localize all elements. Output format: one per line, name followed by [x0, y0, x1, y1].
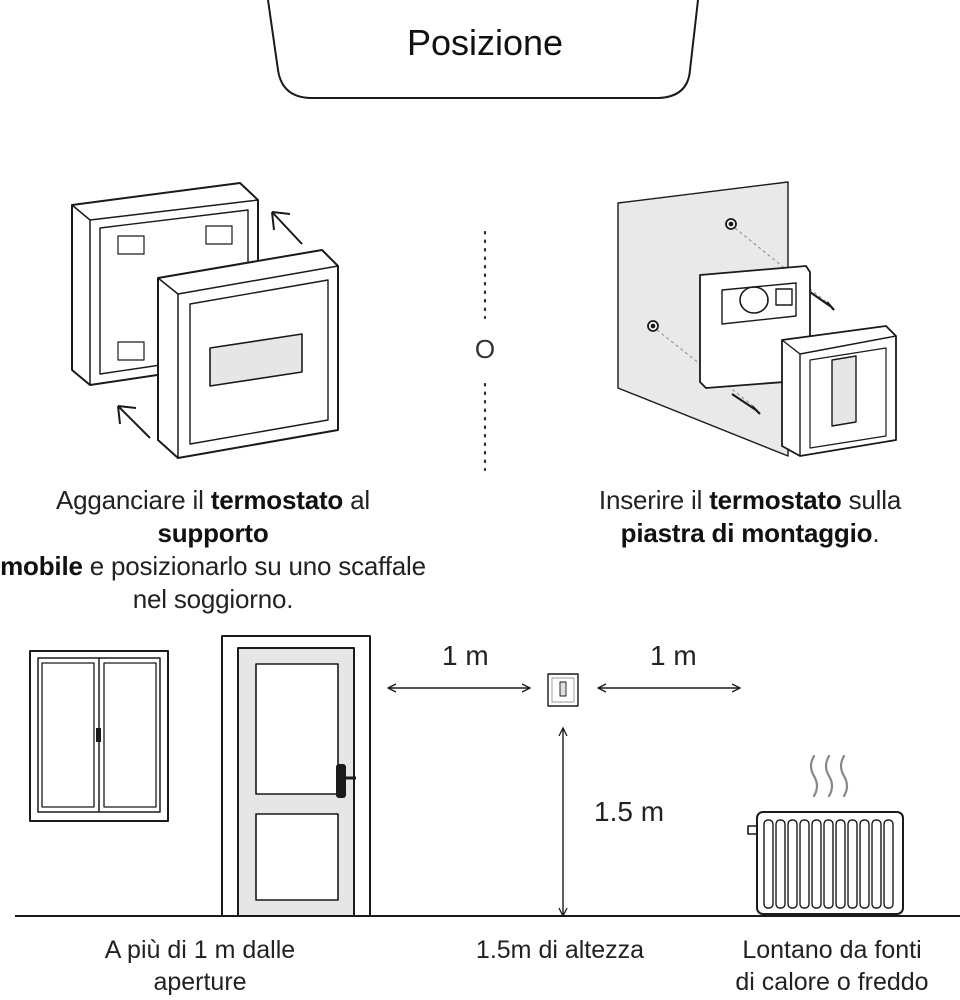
mounting-plate-illustration — [617, 181, 897, 457]
sources-caption-line1: Lontano da fonti — [742, 936, 922, 964]
openings-caption: A più di 1 m dalle aperture — [80, 934, 320, 998]
page-title: Posizione — [406, 22, 564, 63]
screw-icon — [809, 291, 835, 311]
mobile-support-illustration — [71, 182, 339, 459]
room-scene — [15, 635, 960, 917]
openings-caption-line1: A più di 1 m dalle — [104, 936, 296, 964]
left-caption-line1: Agganciare il termostato al supporto — [56, 485, 370, 548]
arrow-down-icon — [117, 405, 151, 439]
left-caption-line3: nel soggiorno. — [132, 584, 294, 614]
sources-caption: Lontano da fonti di calore o freddo — [712, 934, 952, 998]
separator-letter: O — [474, 334, 496, 364]
openings-caption-line2: aperture — [153, 968, 247, 996]
arrow-up-icon — [271, 211, 303, 245]
thermostat-display — [209, 333, 303, 387]
right-caption-line2: piastra di montaggio. — [620, 518, 880, 548]
left-caption-line2: mobile e posizionarlo su uno scaffale — [0, 551, 426, 581]
left-caption: Agganciare il termostato al supporto mob… — [0, 484, 426, 616]
wall-thermostat-icon — [547, 673, 579, 707]
thermostat-small-display — [831, 355, 857, 427]
radiator-icon — [747, 811, 904, 915]
sources-caption-line2: di calore o freddo — [735, 968, 929, 996]
door-icon — [221, 635, 371, 917]
screw-icon-2 — [731, 393, 761, 415]
right-distance-label: 1 m — [650, 640, 697, 671]
right-caption: Inserire il termostato sulla piastra di … — [578, 484, 922, 550]
height-caption: 1.5m di altezza — [475, 936, 645, 964]
heat-waves-icon — [809, 754, 849, 798]
height-label: 1.5 m — [594, 796, 665, 827]
right-caption-line1: Inserire il termostato sulla — [598, 485, 902, 515]
window-icon — [29, 650, 169, 822]
title-banner — [267, 0, 699, 99]
left-distance-label: 1 m — [442, 640, 489, 671]
